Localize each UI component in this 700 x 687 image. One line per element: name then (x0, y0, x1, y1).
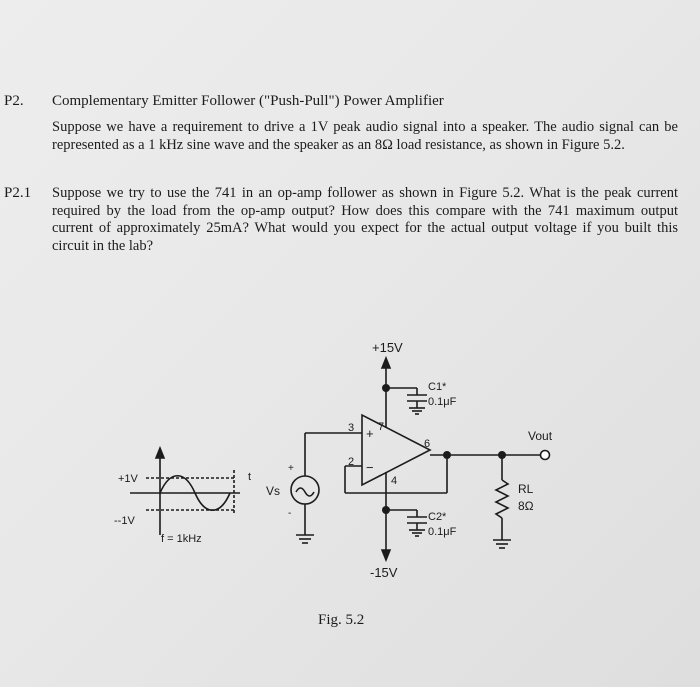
circuit-diagram: +15V C1* 0.1μF C2* 0.1μF -15V 3 7 6 2 4 … (114, 340, 553, 580)
c1-name: C1* (428, 381, 447, 393)
node-rl (498, 451, 506, 459)
wave-neg-label: --1V (114, 515, 135, 527)
supply-neg-label: -15V (370, 565, 398, 580)
problem-intro: Suppose we have a requirement to drive a… (52, 119, 678, 153)
pin-6-label: 6 (424, 438, 430, 450)
pin-7-label: 7 (378, 421, 384, 433)
c2-value: 0.1μF (428, 526, 457, 538)
source-minus-label: - (288, 508, 291, 519)
rl-name: RL (518, 482, 534, 496)
c2-name: C2* (428, 511, 447, 523)
source-label: Vs (266, 484, 280, 498)
figure-caption: Fig. 5.2 (318, 612, 365, 628)
problem-title: Complementary Emitter Follower ("Push-Pu… (52, 93, 444, 109)
pin-2-label: 2 (348, 456, 354, 468)
wave-freq-label: f = 1kHz (161, 533, 202, 545)
noninverting-sign: + (366, 426, 374, 441)
problem-number: P2. (4, 93, 24, 109)
vout-label: Vout (528, 429, 553, 443)
rl-value: 8Ω (518, 499, 534, 513)
wave-t-label: t (248, 471, 251, 483)
node-feedback (443, 451, 451, 459)
subproblem-number: P2.1 (4, 185, 32, 201)
node-c1 (382, 384, 390, 392)
wave-pos-label: +1V (118, 473, 139, 485)
node-c2 (382, 506, 390, 514)
source-plus-label: + (288, 463, 294, 474)
inverting-sign: − (366, 460, 374, 475)
pin-3-label: 3 (348, 422, 354, 434)
subproblem-text: Suppose we try to use the 741 in an op-a… (52, 185, 678, 254)
c1-value: 0.1μF (428, 396, 457, 408)
supply-pos-label: +15V (372, 340, 403, 355)
pin-4-label: 4 (391, 475, 397, 487)
